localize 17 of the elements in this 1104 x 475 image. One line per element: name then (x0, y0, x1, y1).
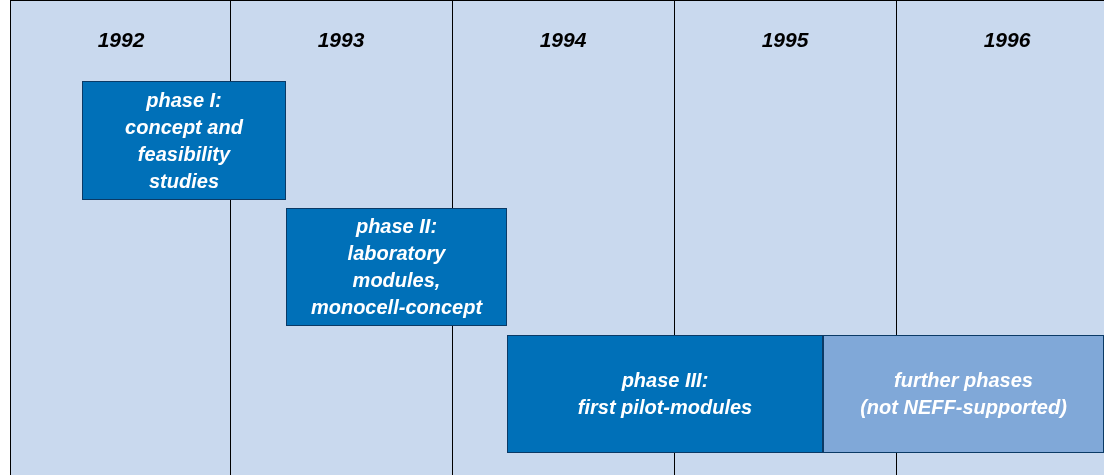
year-label: 1995 (760, 28, 810, 52)
phase-box (507, 335, 823, 453)
phase-text: further phases (894, 368, 1033, 393)
phase-text: phase II: (355, 214, 438, 239)
phase-text: phase I: (146, 87, 222, 113)
phase-box (286, 208, 507, 326)
year-label: 1993 (316, 28, 366, 52)
phase-text: phase III: (621, 368, 709, 393)
phase-box (82, 81, 286, 200)
phase-text: concept and feasibility studies (124, 114, 245, 194)
phase-text: first pilot-modules (577, 395, 753, 420)
year-label: 1992 (96, 28, 146, 52)
phase-text: (not NEFF-supported) (860, 395, 1067, 420)
phase-text: laboratory modules, monocell-concept (309, 241, 484, 320)
year-label: 1994 (538, 28, 588, 52)
phase-box (823, 335, 1104, 453)
year-label: 1996 (982, 28, 1032, 52)
